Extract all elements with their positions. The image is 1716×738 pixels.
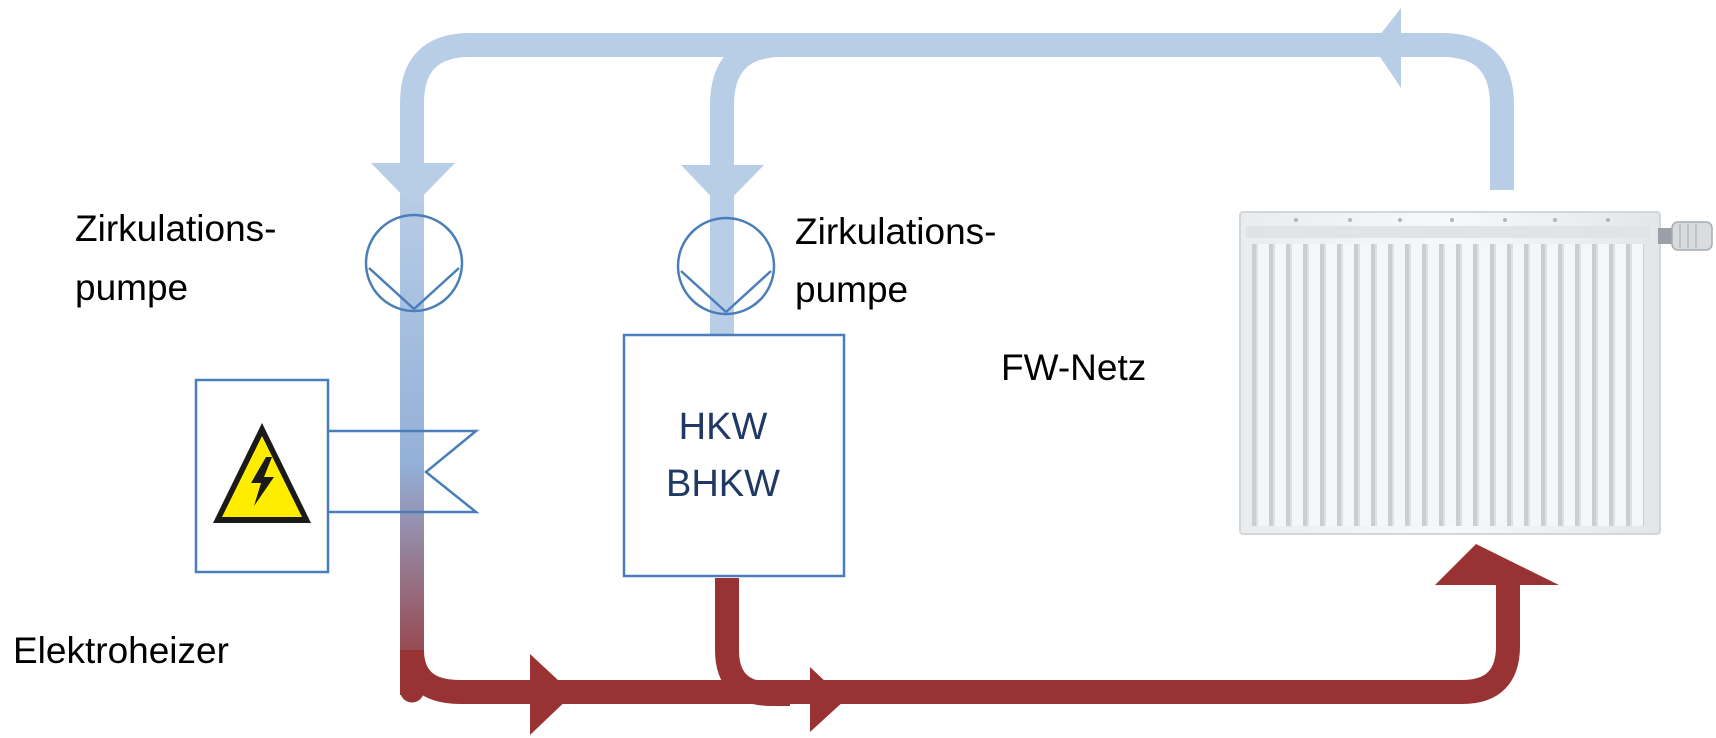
heater-label: Elektroheizer (13, 630, 229, 671)
plant-label-line1: HKW (678, 406, 768, 448)
mixed-pipe-left-riser (400, 185, 424, 695)
flow-arrows (371, 8, 1559, 735)
pump-right-label-line2: pumpe (795, 269, 909, 310)
chp-plant-box (622, 333, 846, 578)
cold-pipe-network (400, 33, 1514, 335)
electric-heater (194, 378, 480, 574)
arrow-down-left (371, 163, 455, 206)
hot-pipe-branch-bhkw (715, 578, 790, 706)
pump-left-label-line1: Zirkulations- (75, 208, 277, 249)
arrow-top-left (1372, 8, 1401, 88)
hot-pipe-main (400, 585, 1520, 704)
circulation-pump-left (364, 213, 464, 313)
plant-label-line2: BHKW (666, 463, 780, 505)
high-voltage-warning-icon (213, 423, 311, 523)
thermostat-valve-icon (1658, 221, 1713, 251)
pump-right-label-line1: Zirkulations- (795, 211, 997, 252)
arrow-hot-right (810, 667, 845, 732)
heat-exchanger-icon (328, 429, 480, 514)
arrow-up-radiator (1435, 544, 1559, 585)
radiator-icon (1239, 211, 1713, 535)
cold-pipe-top-header (400, 33, 1514, 190)
arrow-hot-left (530, 654, 573, 735)
network-label: FW-Netz (1001, 347, 1147, 388)
pump-right-icon (676, 216, 776, 316)
circulation-pump-right (676, 216, 776, 316)
hot-pipe-network (400, 578, 1520, 706)
pump-left-icon (364, 213, 464, 313)
arrow-down-bhkw (681, 165, 764, 208)
cold-pipe-branch-bhkw (710, 33, 783, 335)
pump-left-label-line2: pumpe (75, 267, 189, 308)
